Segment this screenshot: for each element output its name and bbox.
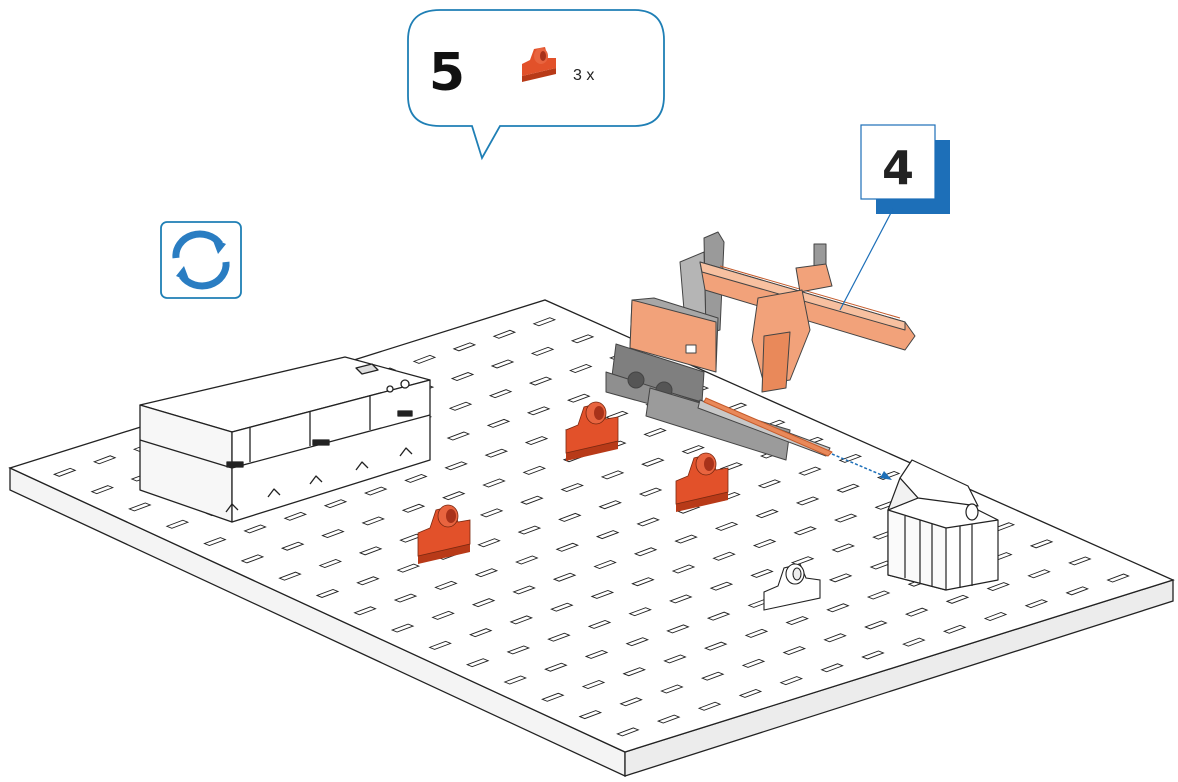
subassembly-step-label: 4	[840, 125, 950, 310]
rotate-arrows-icon	[161, 222, 241, 298]
step-callout: 5 3 x	[408, 10, 664, 158]
part-quantity: 3 x	[573, 67, 594, 84]
step-number: 5	[429, 43, 465, 103]
subassembly-step-number: 4	[882, 141, 914, 195]
white-block-assembly	[888, 460, 998, 590]
